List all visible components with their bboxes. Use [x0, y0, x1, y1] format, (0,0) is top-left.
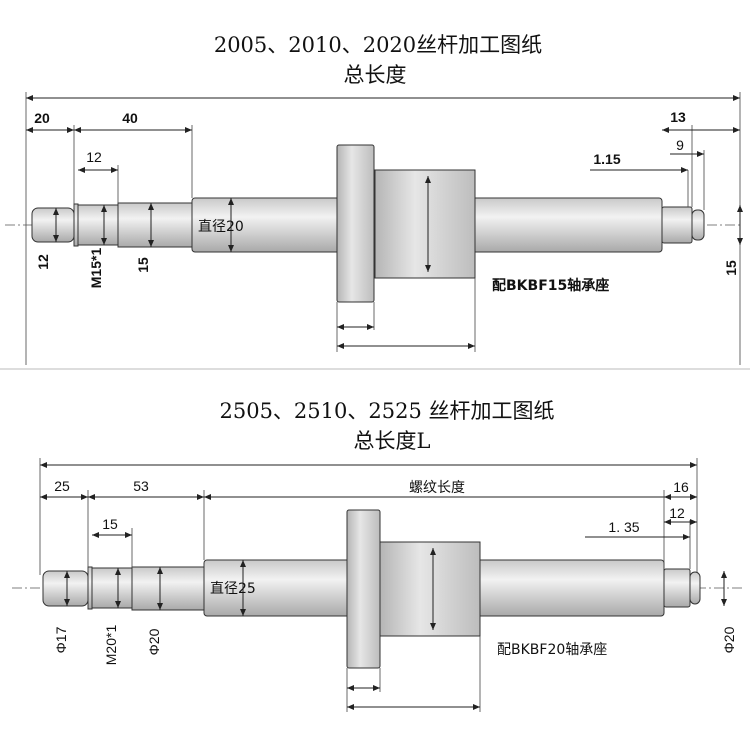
bottom-dim-16: 16	[673, 479, 689, 495]
bottom-dim-15-length: 15	[102, 516, 118, 532]
bottom-dim-12: 12	[669, 505, 685, 521]
top-thread-section	[77, 204, 119, 246]
bottom-phi17-label: Φ17	[53, 626, 69, 653]
bottom-bearing-seat	[131, 566, 205, 611]
bottom-m20-label: M20*1	[103, 625, 119, 666]
top-dim-40: 40	[122, 110, 138, 126]
bottom-dim-135: 1. 35	[608, 519, 639, 535]
bottom-left-journal	[42, 570, 89, 607]
bottom-dim-25: 25	[54, 478, 70, 494]
top-dia15-left-label: 15	[135, 257, 151, 273]
bottom-left-groove	[87, 566, 93, 610]
bottom-thread-section	[91, 567, 133, 609]
bottom-bearing-note: 配BKBF20轴承座	[497, 642, 607, 658]
top-bearing-note: 配BKBF15轴承座	[492, 277, 609, 294]
bottom-title: 2505、2510、2525 丝杆加工图纸	[219, 399, 554, 423]
bottom-phi20-left-label: Φ20	[146, 628, 162, 655]
bottom-right-tip	[689, 571, 701, 605]
bottom-subtitle: 总长度L	[354, 429, 431, 453]
bottom-phi20-right-label: Φ20	[721, 626, 737, 653]
top-diameter-label: 直径20	[198, 218, 244, 235]
top-bearing-seat	[117, 202, 193, 248]
top-right-tip	[691, 209, 705, 241]
top-dim-12-length: 12	[86, 149, 102, 165]
top-dim-115: 1.15	[593, 151, 620, 167]
bottom-thread-length: 螺纹长度	[409, 480, 465, 496]
top-title: 2005、2010、2020丝杆加工图纸	[214, 33, 542, 57]
top-nut-flange	[336, 144, 375, 303]
top-subtitle: 总长度	[344, 63, 407, 87]
top-nut-body	[374, 169, 476, 279]
bottom-diameter-label: 直径25	[210, 580, 256, 597]
top-right-journal	[661, 206, 693, 244]
top-dia15-right-label: 15	[723, 260, 739, 276]
bottom-nut-flange	[346, 509, 381, 669]
top-left-groove	[73, 203, 79, 247]
top-dim-13: 13	[670, 109, 686, 125]
bottom-dim-53: 53	[133, 478, 149, 494]
top-left-journal	[31, 207, 75, 243]
bottom-drawing: 2505、2510、2525 丝杆加工图纸 总长度L 25 53	[12, 399, 742, 712]
top-dim-20: 20	[34, 110, 50, 126]
top-dim-9: 9	[676, 137, 684, 153]
top-drawing: 2005、2010、2020丝杆加工图纸 总长度 20	[5, 33, 743, 365]
top-dia12-label: 12	[35, 254, 51, 270]
bottom-nut-body	[379, 541, 481, 637]
top-m15-label: M15*1	[88, 248, 104, 289]
bottom-right-journal	[663, 568, 691, 608]
